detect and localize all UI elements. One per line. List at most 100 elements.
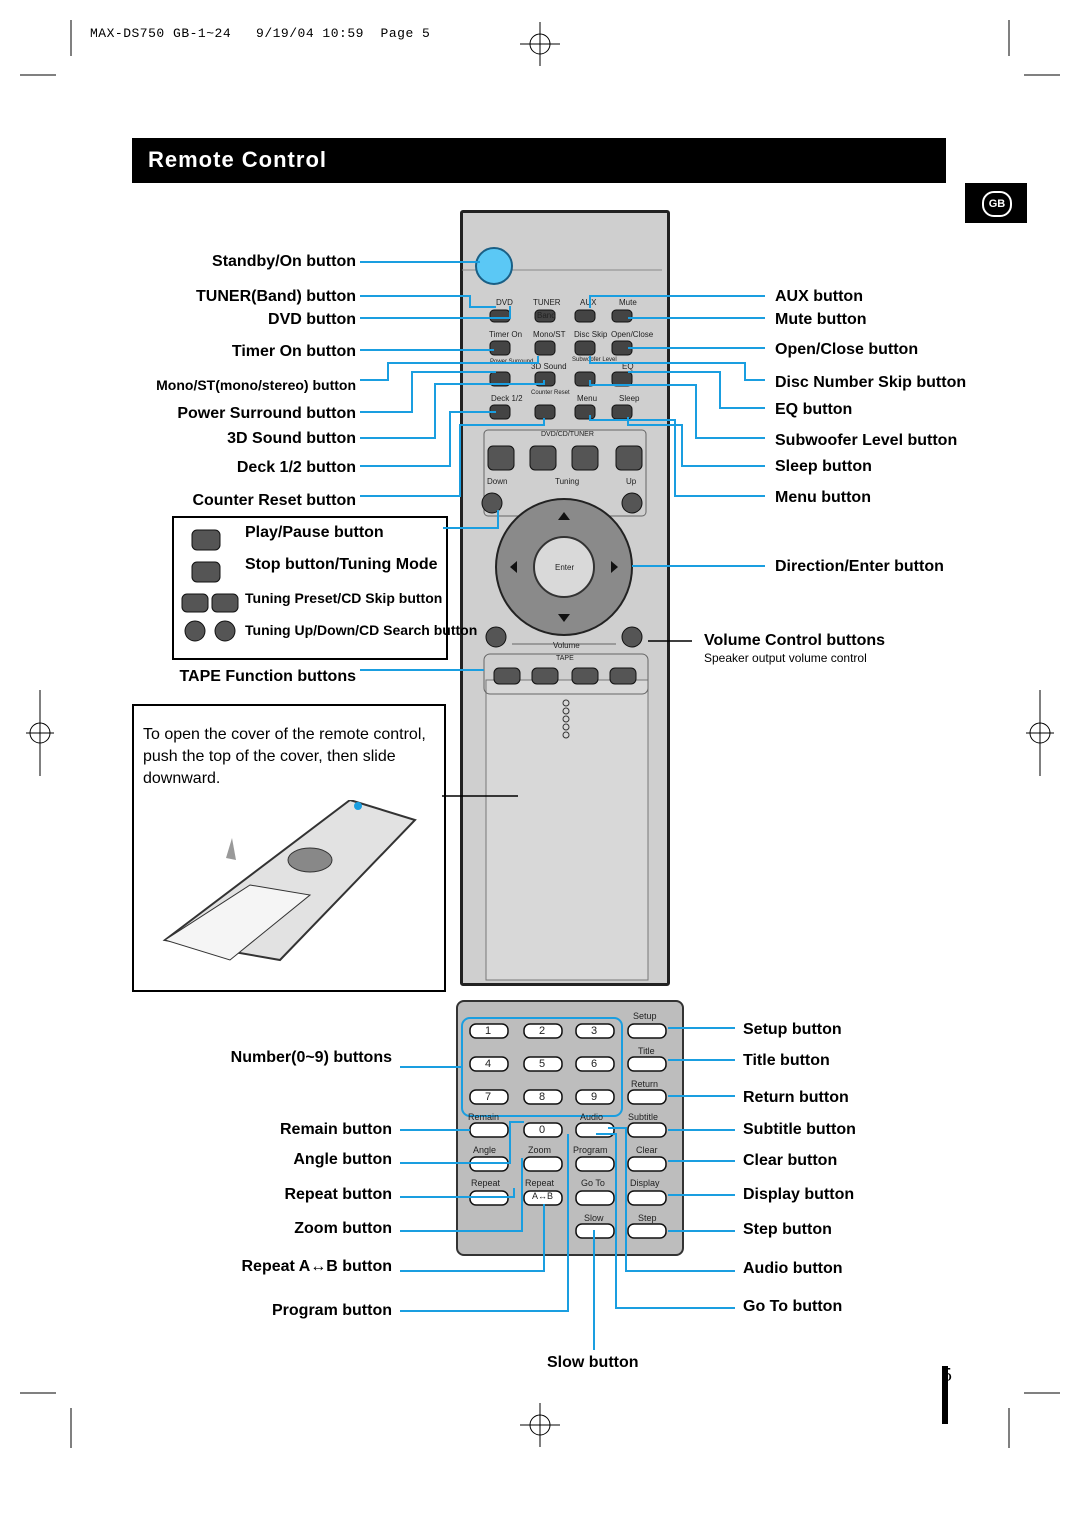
legend-icons [181,529,239,642]
label-deck: Deck 1/2 button [236,459,356,476]
label-subwoofer: Subwoofer Level button [775,432,958,449]
btn-display-text: Display [630,1178,660,1188]
remote-dvdcdtuner-text: DVD/CD/TUNER [541,431,594,438]
page-number-bar [942,1366,948,1424]
btn-clear-text: Clear [636,1145,658,1155]
label-3d-sound: 3D Sound button [227,430,356,447]
remote-enter-text: Enter [555,563,575,572]
btn-title-text: Title [638,1046,655,1056]
label-eq: EQ button [775,401,853,418]
language-badge: GB [965,183,1027,223]
label-tape: TAPE Function buttons [179,668,356,685]
legend-stop: Stop button/Tuning Mode [245,556,438,573]
digit-9: 9 [591,1091,598,1103]
remote-down-text: Down [487,477,508,486]
label-open-close: Open/Close button [775,341,919,358]
remote-menu-text: Menu [577,394,598,403]
label-slow: Slow button [547,1354,639,1371]
remote-deck-text: Deck 1/2 [491,394,523,403]
label-setup: Setup button [743,1021,842,1038]
remote-dvd-text: DVD [496,298,513,307]
label-aux: AUX button [775,288,863,305]
label-number: Number(0~9) buttons [230,1049,392,1066]
label-angle: Angle button [293,1151,392,1168]
print-header: MAX-DS750 GB-1~24 9/19/04 10:59 Page 5 [90,26,431,41]
btn-slow-text: Slow [584,1213,604,1223]
language-badge-text: GB [982,191,1012,217]
title-banner: Remote Control [132,138,946,183]
label-title: Title button [743,1052,830,1069]
cover-note-text: To open the cover of the remote control,… [143,726,426,787]
label-disc-skip: Disc Number Skip button [775,374,967,391]
btn-subtitle-text: Subtitle [628,1112,659,1122]
label-step: Step button [743,1221,832,1238]
label-power-surround: Power Surround button [177,405,356,422]
remote-aux-text: AUX [580,298,597,307]
btn-goto-text: Go To [581,1178,605,1188]
digit-6: 6 [591,1058,598,1070]
remote-mute-text: Mute [619,298,637,307]
label-standby: Standby/On button [212,253,356,270]
label-audio: Audio button [743,1260,843,1277]
remote-tuning-text: Tuning [555,477,580,486]
label-timer: Timer On button [231,343,356,360]
legend-preset: Tuning Preset/CD Skip button [245,590,443,606]
label-zoom: Zoom button [294,1220,392,1237]
remote-tape-text: TAPE [556,655,574,662]
label-repeat-ab: Repeat A↔B button [241,1258,392,1275]
digit-2: 2 [539,1025,546,1037]
legend-play-pause: Play/Pause button [245,524,384,541]
cover-illustration [162,800,417,962]
legend-search: Tuning Up/Down/CD Search button [245,622,478,638]
label-direction: Direction/Enter button [775,558,944,575]
remote-upper-drawing [462,247,662,981]
btn-zoom-text: Zoom [528,1145,552,1155]
remote-up-text: Up [626,477,637,486]
label-return: Return button [743,1089,849,1106]
btn-audio-text: Audio [580,1112,604,1122]
label-volume: Volume Control buttons [704,632,886,649]
btn-repeat-text: Repeat [471,1178,501,1188]
btn-angle-text: Angle [473,1145,497,1155]
btn-program-text: Program [573,1145,608,1155]
remote-counter-text: Counter Reset [531,390,570,396]
digit-4: 4 [485,1058,492,1070]
btn-repeat2-text: Repeat [525,1178,555,1188]
remote-eq-text: EQ [622,362,634,371]
label-clear: Clear button [743,1152,838,1169]
btn-ab-text: A↔B [532,1191,554,1201]
remote-timer-text: Timer On [489,330,523,339]
digit-5: 5 [539,1058,546,1070]
remote-openclose-text: Open/Close [611,330,654,339]
remote-mono-text: Mono/ST [533,330,566,339]
label-mute: Mute button [775,311,867,328]
callout-lines-bottom [400,1027,735,1350]
label-mono: Mono/ST(mono/stereo) button [156,377,356,393]
remote-sleep-text: Sleep [619,394,640,403]
remote-tuner-text: TUNER [533,298,561,307]
label-tuner: TUNER(Band) button [196,288,356,305]
label-remain: Remain button [280,1121,392,1138]
cover-pointer-line [442,795,518,797]
digit-8: 8 [539,1091,546,1103]
remote-band-text: Band [537,311,556,320]
callout-lines-top [360,261,765,671]
label-sleep: Sleep button [775,458,872,475]
label-volume-note: Speaker output volume control [704,651,867,665]
label-repeat: Repeat button [284,1186,392,1203]
btn-step-text: Step [638,1213,657,1223]
label-subtitle: Subtitle button [743,1121,856,1138]
digit-1: 1 [485,1025,492,1037]
label-counter: Counter Reset button [192,492,356,509]
remote-subwoofer-text: Subwoofer Level [572,357,617,363]
label-dvd: DVD button [268,311,356,328]
remote-3dsound-text: 3D Sound [531,362,567,371]
remote-volume-text: Volume [553,641,580,650]
digit-0: 0 [539,1124,546,1136]
page-title: Remote Control [148,147,327,172]
label-goto: Go To button [743,1298,843,1315]
label-display: Display button [743,1186,855,1203]
digit-3: 3 [591,1025,598,1037]
digit-7: 7 [485,1091,492,1103]
